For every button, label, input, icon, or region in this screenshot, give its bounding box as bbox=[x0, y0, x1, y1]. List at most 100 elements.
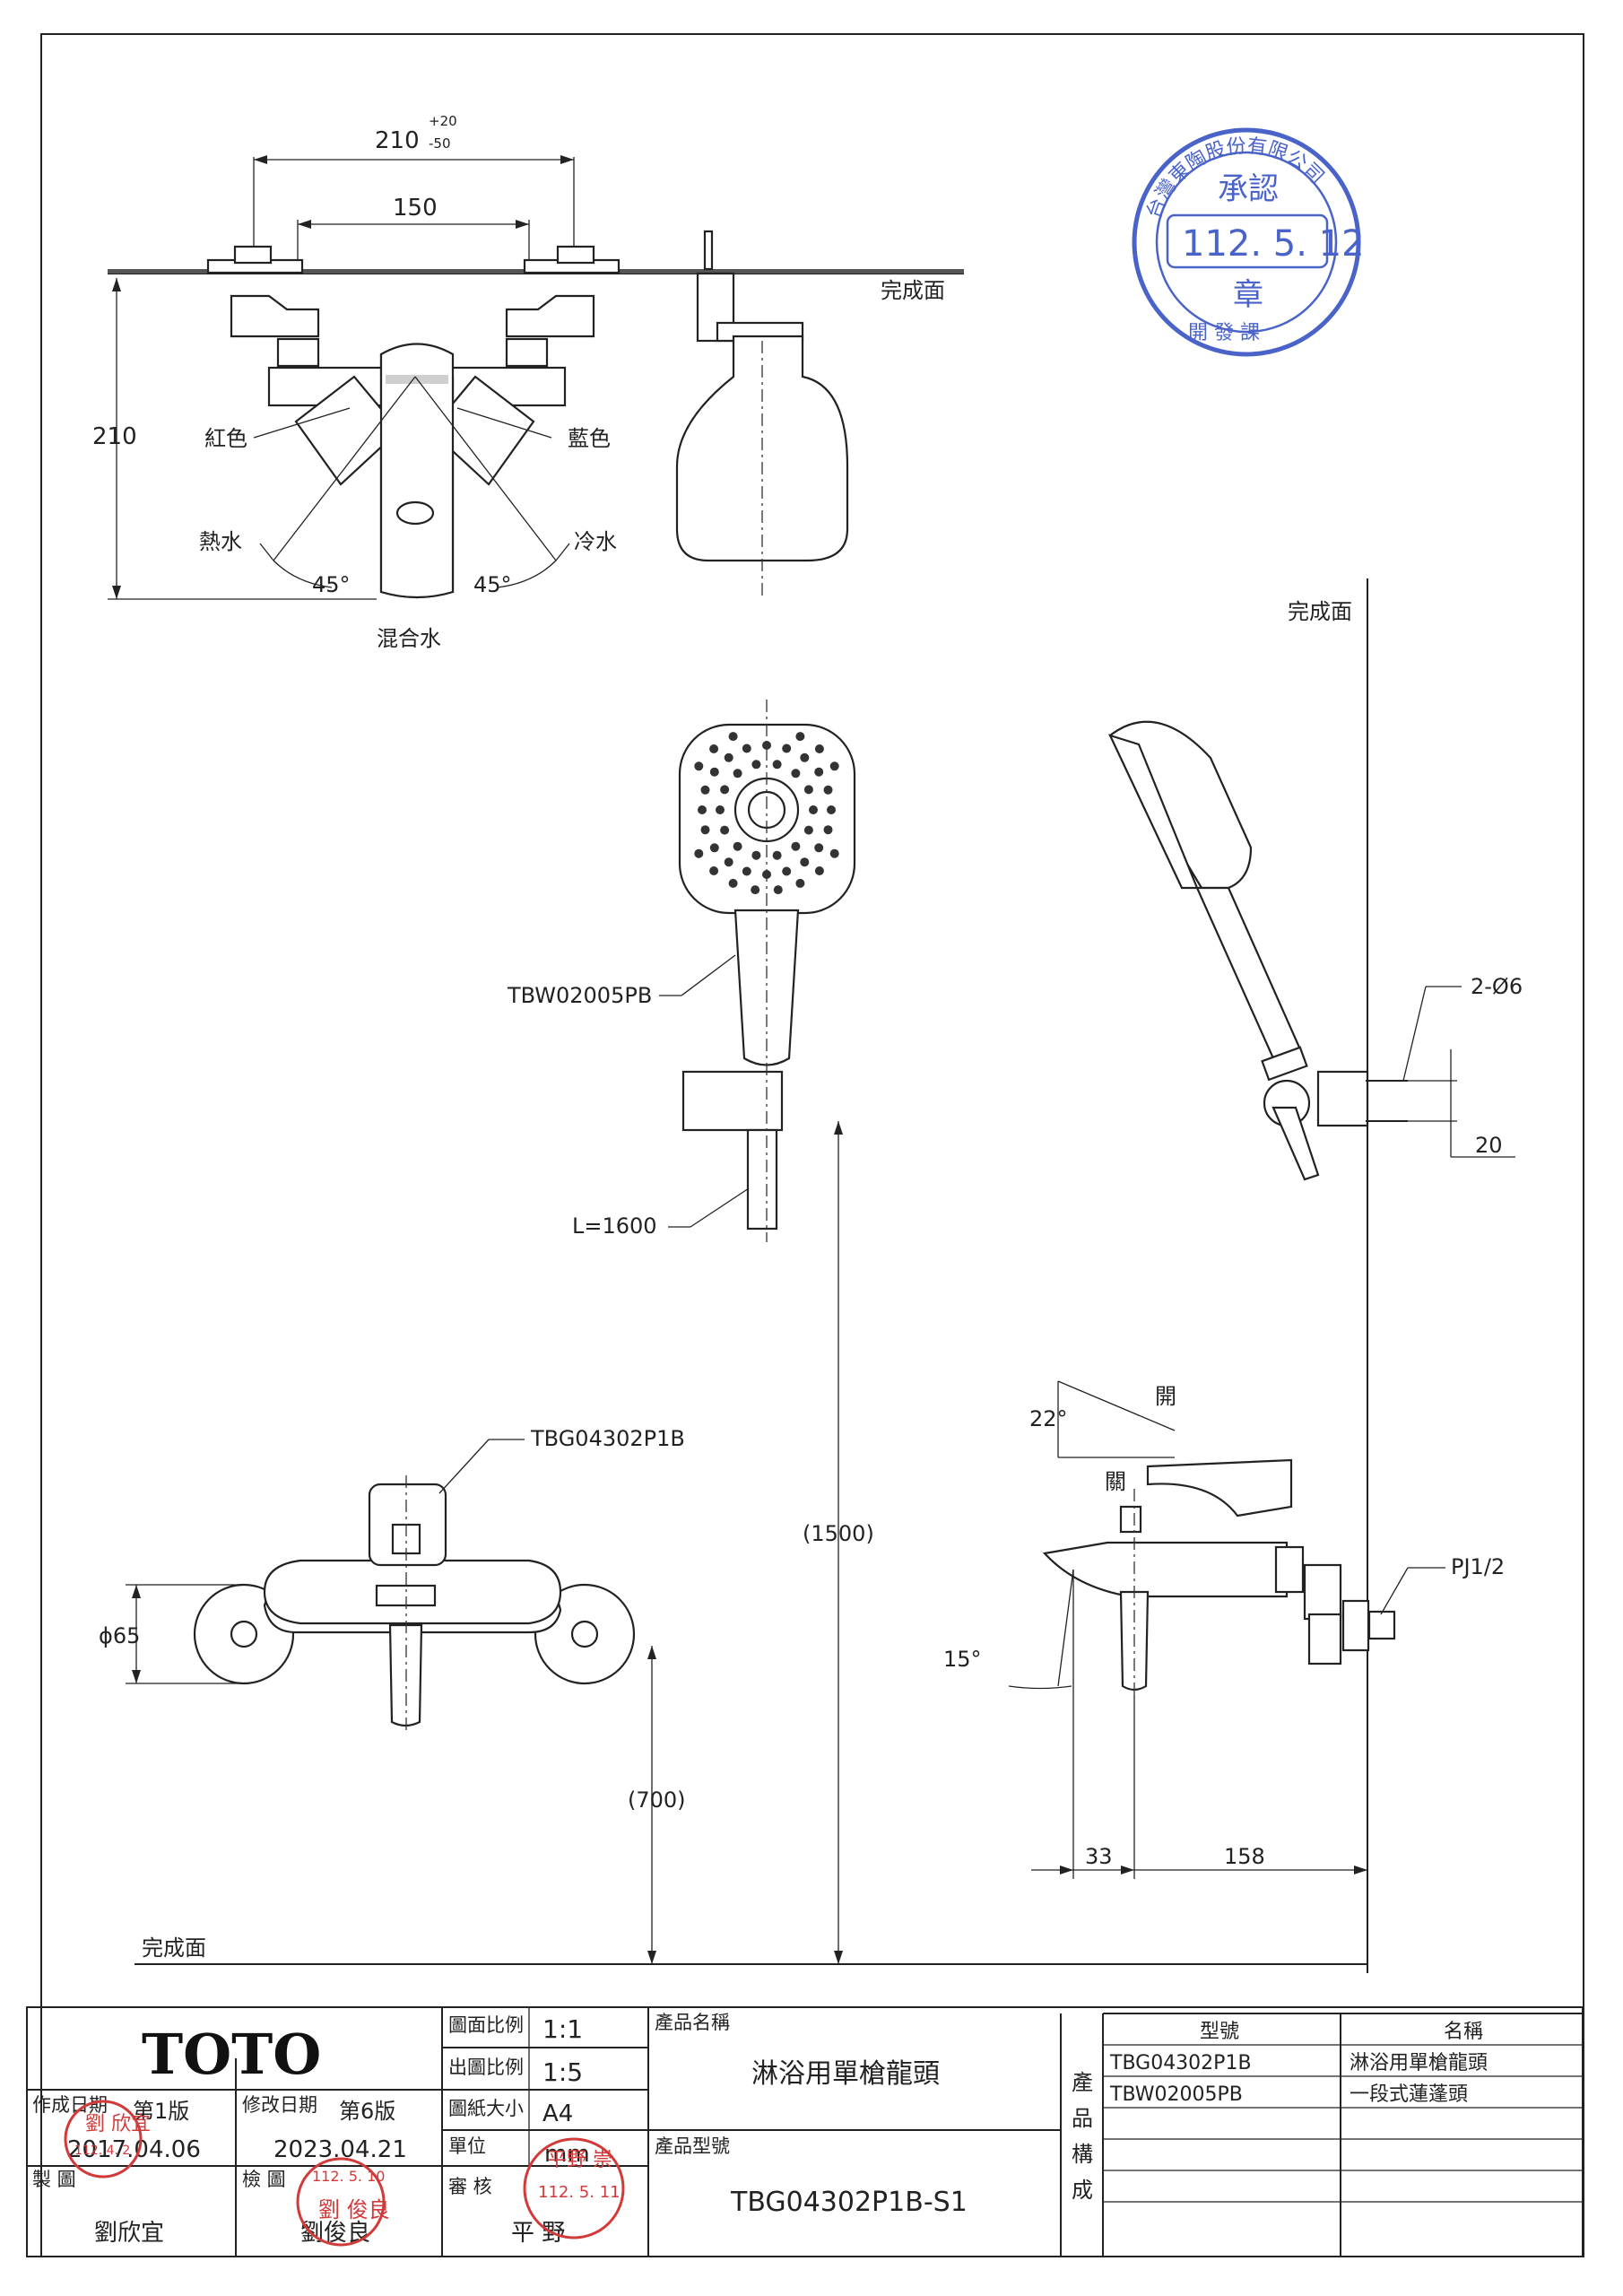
dim-outer: 210 bbox=[375, 127, 420, 154]
svg-text:112. 5. 11: 112. 5. 11 bbox=[538, 2183, 621, 2202]
faucet-side: 開 關 22° 15° PJ1/2 33 158 bbox=[943, 1380, 1505, 1879]
checker-label: 檢 圖 bbox=[242, 2169, 286, 2190]
spray-hole bbox=[809, 805, 818, 814]
approval-bottom: 開 發 課 bbox=[1188, 322, 1260, 344]
spray-holes bbox=[694, 732, 839, 895]
spray-hole bbox=[709, 744, 719, 753]
faucet-front: (1500) (700) 完成面 ϕ65 TBG04302P1B bbox=[99, 1121, 1367, 1965]
part-name-2: 一段式蓮蓬頭 bbox=[1350, 2083, 1468, 2106]
spray-hole bbox=[772, 850, 782, 860]
angle-left: 45° bbox=[312, 572, 351, 597]
svg-text:112. 5. 10: 112. 5. 10 bbox=[312, 2168, 385, 2185]
blue-label: 藍色 bbox=[568, 426, 611, 451]
composition-4: 成 bbox=[1072, 2178, 1093, 2203]
spray-hole bbox=[795, 732, 805, 742]
spray-hole bbox=[724, 752, 733, 762]
spray-hole bbox=[720, 825, 730, 835]
parts-header-name: 名稱 bbox=[1444, 2021, 1483, 2043]
height-1500: (1500) bbox=[803, 1521, 874, 1546]
holes: 2-Ø6 bbox=[1471, 974, 1523, 999]
spray-hole bbox=[733, 841, 742, 851]
spacing: 20 bbox=[1475, 1133, 1503, 1158]
dim-33: 33 bbox=[1085, 1844, 1113, 1869]
spray-hole bbox=[827, 805, 836, 814]
angle-spout: 15° bbox=[943, 1647, 982, 1672]
spray-hole bbox=[728, 878, 738, 888]
spray-hole bbox=[814, 744, 824, 753]
composition-2: 品 bbox=[1072, 2106, 1093, 2131]
red-label: 紅色 bbox=[204, 426, 247, 451]
spray-hole bbox=[724, 857, 733, 867]
spray-hole bbox=[800, 857, 810, 867]
spray-hole bbox=[782, 744, 792, 753]
shower-view: 完成面 TBW02005PB L=1600 2-Ø6 bbox=[507, 578, 1523, 1973]
angle-handle: 22° bbox=[1029, 1406, 1068, 1431]
scale-label: 圖面比例 bbox=[448, 2014, 524, 2036]
spray-hole bbox=[751, 885, 760, 895]
revised-label: 修改日期 bbox=[242, 2094, 317, 2116]
hose-length: L=1600 bbox=[572, 1213, 657, 1239]
spray-hole bbox=[751, 850, 761, 860]
spray-hole bbox=[733, 769, 742, 778]
spray-hole bbox=[700, 785, 710, 795]
spray-hole bbox=[700, 825, 710, 835]
created-label: 作成日期 bbox=[32, 2094, 108, 2116]
spray-hole bbox=[814, 767, 824, 777]
product-name: 淋浴用單槍龍頭 bbox=[751, 2058, 940, 2090]
finish-surface-top: 完成面 bbox=[881, 278, 945, 303]
dim-height: 210 bbox=[92, 423, 137, 450]
spray-hole bbox=[803, 825, 813, 835]
spray-hole bbox=[823, 785, 833, 795]
height-700: (700) bbox=[628, 1787, 686, 1813]
composition-3: 構 bbox=[1072, 2142, 1093, 2167]
checker-seal: 112. 5. 10 劉 俊良 bbox=[296, 2157, 390, 2247]
top-view: 完成面 210 +20 -50 150 210 bbox=[92, 113, 964, 651]
revised-edition: 第6版 bbox=[339, 2099, 395, 2124]
print-scale-label: 出圖比例 bbox=[448, 2057, 524, 2078]
spray-hole bbox=[823, 825, 833, 835]
part-model-1: TBG04302P1B bbox=[1109, 2052, 1252, 2074]
spray-hole bbox=[829, 761, 839, 771]
svg-text:112. 4. 2: 112. 4. 2 bbox=[74, 2144, 130, 2158]
created-edition: 第1版 bbox=[133, 2099, 189, 2124]
open-label: 開 bbox=[1155, 1384, 1176, 1409]
diameter: ϕ65 bbox=[99, 1623, 140, 1648]
spray-hole bbox=[709, 843, 719, 853]
print-scale-value: 1:5 bbox=[542, 2057, 583, 2087]
spray-hole bbox=[728, 732, 738, 742]
angle-right: 45° bbox=[473, 572, 512, 597]
spray-hole bbox=[814, 843, 824, 853]
spray-hole bbox=[694, 761, 704, 771]
drafter-seal: 劉 欣宜 112. 4. 2 bbox=[64, 2100, 151, 2179]
spray-hole bbox=[829, 848, 839, 858]
approval-top: 承認 bbox=[1218, 171, 1279, 207]
parts-header-model: 型號 bbox=[1200, 2021, 1239, 2043]
paper-value: A4 bbox=[542, 2100, 573, 2127]
hot-label: 熱水 bbox=[199, 529, 242, 554]
brand-logo: TOTO bbox=[142, 2022, 321, 2087]
front-model: TBG04302P1B bbox=[530, 1426, 685, 1451]
spray-hole bbox=[742, 866, 751, 876]
dim-inner: 150 bbox=[393, 195, 438, 222]
head-model: TBW02005PB bbox=[507, 983, 652, 1008]
spray-hole bbox=[720, 785, 730, 795]
title-block: TOTO 作成日期 第1版 2017.04.06 修改日期 第6版 2023.0… bbox=[26, 2006, 1584, 2257]
finish-surface-shower: 完成面 bbox=[1288, 599, 1352, 624]
part-model-2: TBW02005PB bbox=[1109, 2083, 1243, 2106]
approval-stamp: 台灣東陶股份有限公司 承認 112. 5. 12 章 開 發 課 bbox=[1132, 127, 1365, 357]
drafter-label: 製 圖 bbox=[32, 2169, 76, 2190]
review-label: 審 核 bbox=[448, 2176, 492, 2197]
spray-hole bbox=[800, 752, 810, 762]
spray-hole bbox=[762, 741, 771, 750]
dim-outer-plus: +20 bbox=[429, 113, 457, 129]
scale-value: 1:1 bbox=[542, 2014, 583, 2044]
product-model: TBG04302P1B-S1 bbox=[730, 2187, 968, 2218]
spray-hole bbox=[742, 744, 751, 753]
part-name-1: 淋浴用單槍龍頭 bbox=[1350, 2052, 1488, 2074]
spray-hole bbox=[698, 805, 707, 814]
unit-label: 單位 bbox=[448, 2135, 486, 2157]
spray-hole bbox=[814, 866, 824, 875]
product-name-label: 產品名稱 bbox=[655, 2012, 730, 2033]
finish-surface-floor: 完成面 bbox=[142, 1935, 206, 1961]
spray-hole bbox=[709, 866, 719, 875]
